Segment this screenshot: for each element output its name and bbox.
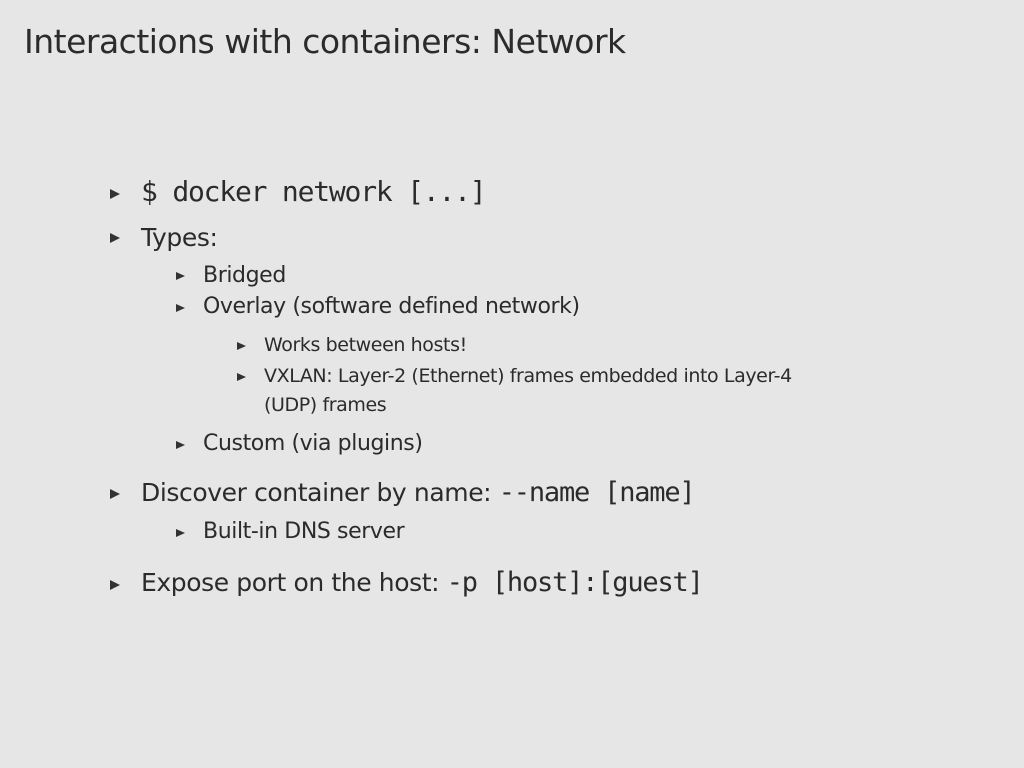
works-between-hosts-item: Works between hosts!	[264, 334, 467, 356]
vxlan-item-line2: (UDP) frames	[264, 394, 387, 416]
overlay-item: Overlay (software defined network)	[203, 294, 580, 319]
discover-text: Discover container by name:	[141, 478, 499, 507]
vxlan-item-line1: VXLAN: Layer-2 (Ethernet) frames embedde…	[264, 365, 792, 387]
triangle-bullet-icon	[110, 189, 120, 199]
triangle-bullet-icon	[176, 529, 185, 537]
triangle-bullet-icon	[110, 580, 120, 590]
expose-text: Expose port on the host:	[141, 568, 447, 597]
discover-code: --name [name]	[498, 477, 696, 508]
bridged-item: Bridged	[203, 263, 286, 288]
triangle-bullet-icon	[110, 489, 120, 499]
docker-network-command: $ docker network [...]	[141, 175, 487, 208]
dns-item: Built-in DNS server	[203, 519, 405, 544]
expose-item: Expose port on the host: -p [host]:[gues…	[141, 567, 704, 598]
triangle-bullet-icon	[176, 441, 185, 449]
triangle-bullet-icon	[237, 342, 246, 350]
triangle-bullet-icon	[176, 272, 185, 280]
triangle-bullet-icon	[176, 304, 185, 312]
triangle-bullet-icon	[110, 233, 120, 243]
types-item: Types:	[141, 223, 218, 252]
triangle-bullet-icon	[237, 373, 246, 381]
discover-item: Discover container by name: --name [name…	[141, 477, 696, 508]
expose-code: -p [host]:[guest]	[446, 567, 704, 598]
slide-title: Interactions with containers: Network	[24, 22, 626, 61]
custom-item: Custom (via plugins)	[203, 431, 423, 456]
